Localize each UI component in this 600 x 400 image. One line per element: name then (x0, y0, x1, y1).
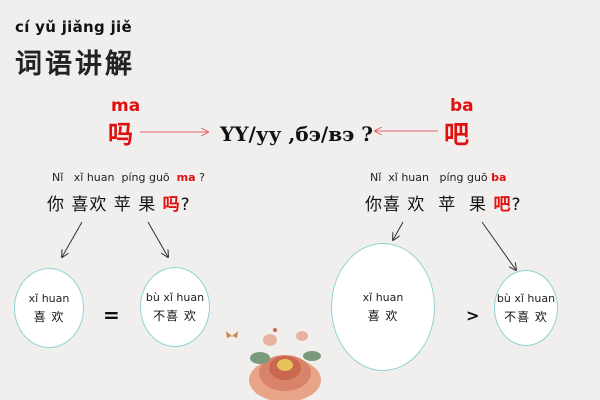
ba-hanzi: 吧 (444, 120, 470, 149)
right-dislike-bubble: bù xǐ huan 不喜 欢 (494, 270, 558, 346)
header-pinyin: cí yǔ jiǎng jiě (15, 18, 132, 36)
left-sentence-pinyin: Nǐ xǐ huan píng guō ma ? (52, 171, 205, 184)
bubble-pinyin: xǐ huan (362, 290, 404, 304)
left-arrow-1 (62, 221, 83, 257)
bubble-hanzi: 喜 欢 (33, 309, 65, 324)
bubble-hanzi: 不喜 欢 (153, 308, 197, 323)
right-arrow-2 (481, 221, 516, 270)
ma-hanzi: 吗 (108, 120, 134, 149)
bubble-pinyin: bù xǐ huan (496, 291, 556, 305)
butterfly-icon (226, 331, 238, 338)
bubble-pinyin: xǐ huan (28, 291, 70, 305)
bubble-hanzi: 喜 欢 (367, 308, 399, 323)
header-title: 词语讲解 (15, 49, 135, 80)
left-dislike-bubble: bù xǐ huan 不喜 欢 (140, 267, 210, 347)
right-operator: > (466, 306, 480, 325)
flower-decoration (249, 328, 321, 400)
right-sentence-hanzi: 你喜 欢 苹 果 吧? (365, 195, 522, 215)
ba-pinyin: ba (450, 96, 474, 116)
left-like-bubble: xǐ huan 喜 欢 (14, 268, 84, 348)
right-sentence-pinyin: Nǐ xǐ huan píng guō ba (370, 171, 507, 184)
right-arrow-1 (393, 221, 404, 240)
translation-question: YY/уу ,бэ/вэ ? (220, 122, 373, 146)
right-like-bubble: xǐ huan 喜 欢 (331, 243, 435, 371)
bubble-hanzi: 不喜 欢 (504, 309, 548, 324)
left-sentence-hanzi: 你 喜欢 苹 果 吗? (47, 195, 191, 215)
left-arrow-2 (147, 221, 168, 257)
ma-pinyin: ma (111, 96, 141, 116)
left-operator: = (103, 303, 120, 327)
bubble-pinyin: bù xǐ huan (145, 290, 205, 304)
